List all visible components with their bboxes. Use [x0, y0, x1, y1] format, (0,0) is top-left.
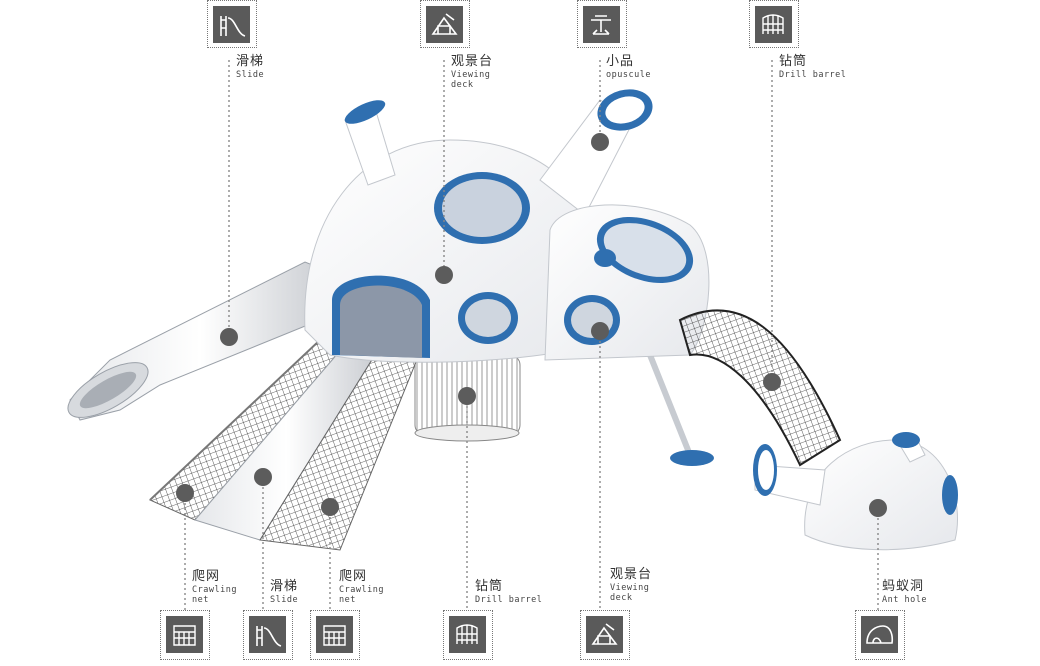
label-zh: 观景台: [451, 54, 494, 69]
viewing-deck-icon: [420, 0, 470, 48]
label-en: Viewing deck: [451, 70, 491, 90]
crawl-tunnel: [678, 309, 842, 467]
label-en: Slide: [270, 595, 299, 606]
drill-barrel-icon: [443, 610, 493, 660]
label-slide-bottom: 滑梯 Slide: [270, 579, 299, 606]
label-crawling-net-2: 爬网 Crawling net: [339, 569, 384, 605]
viewing-deck-icon: [580, 610, 630, 660]
slide-icon: [207, 0, 257, 48]
label-en: Viewing deck: [610, 583, 650, 603]
label-zh: 滑梯: [270, 579, 299, 594]
label-zh: 钻筒: [779, 54, 808, 69]
leader-lines: [184, 60, 879, 610]
label-zh: 小品: [606, 54, 635, 69]
label-slide-top: 滑梯 Slide: [236, 54, 265, 81]
label-en: Drill barrel: [779, 70, 847, 81]
label-drill-barrel-bottom: 钻筒 Drill barrel: [475, 579, 543, 606]
label-en: Crawling net: [192, 585, 237, 605]
label-viewing-deck-bottom: 观景台 Viewing deck: [610, 567, 653, 603]
ant-hole-dome: [753, 432, 958, 551]
label-drill-barrel-top: 钻筒 Drill barrel: [779, 54, 847, 81]
callout-dots: [176, 133, 887, 517]
support-legs: [647, 353, 714, 466]
label-en: Slide: [236, 70, 265, 81]
label-zh: 观景台: [610, 567, 653, 582]
label-zh: 爬网: [192, 569, 221, 584]
label-zh: 钻筒: [475, 579, 504, 594]
tube-slide: [67, 261, 331, 421]
label-en: Drill barrel: [475, 595, 543, 606]
main-dome: [304, 89, 653, 363]
opuscule-icon: [577, 0, 627, 48]
crawling-net-icon: [310, 610, 360, 660]
slide-icon: [243, 610, 293, 660]
ant-hole-icon: [855, 610, 905, 660]
label-viewing-deck-top: 观景台 Viewing deck: [451, 54, 494, 90]
label-en: Ant hole: [882, 595, 927, 606]
label-zh: 蚂蚁洞: [882, 579, 925, 594]
label-en: Crawling net: [339, 585, 384, 605]
label-crawling-net-1: 爬网 Crawling net: [192, 569, 237, 605]
label-opuscule: 小品 opuscule: [606, 54, 651, 81]
crawling-net-icon: [160, 610, 210, 660]
label-en: opuscule: [606, 70, 651, 81]
label-ant-hole: 蚂蚁洞 Ant hole: [882, 579, 927, 606]
label-zh: 爬网: [339, 569, 368, 584]
label-zh: 滑梯: [236, 54, 265, 69]
drill-barrel-icon: [749, 0, 799, 48]
